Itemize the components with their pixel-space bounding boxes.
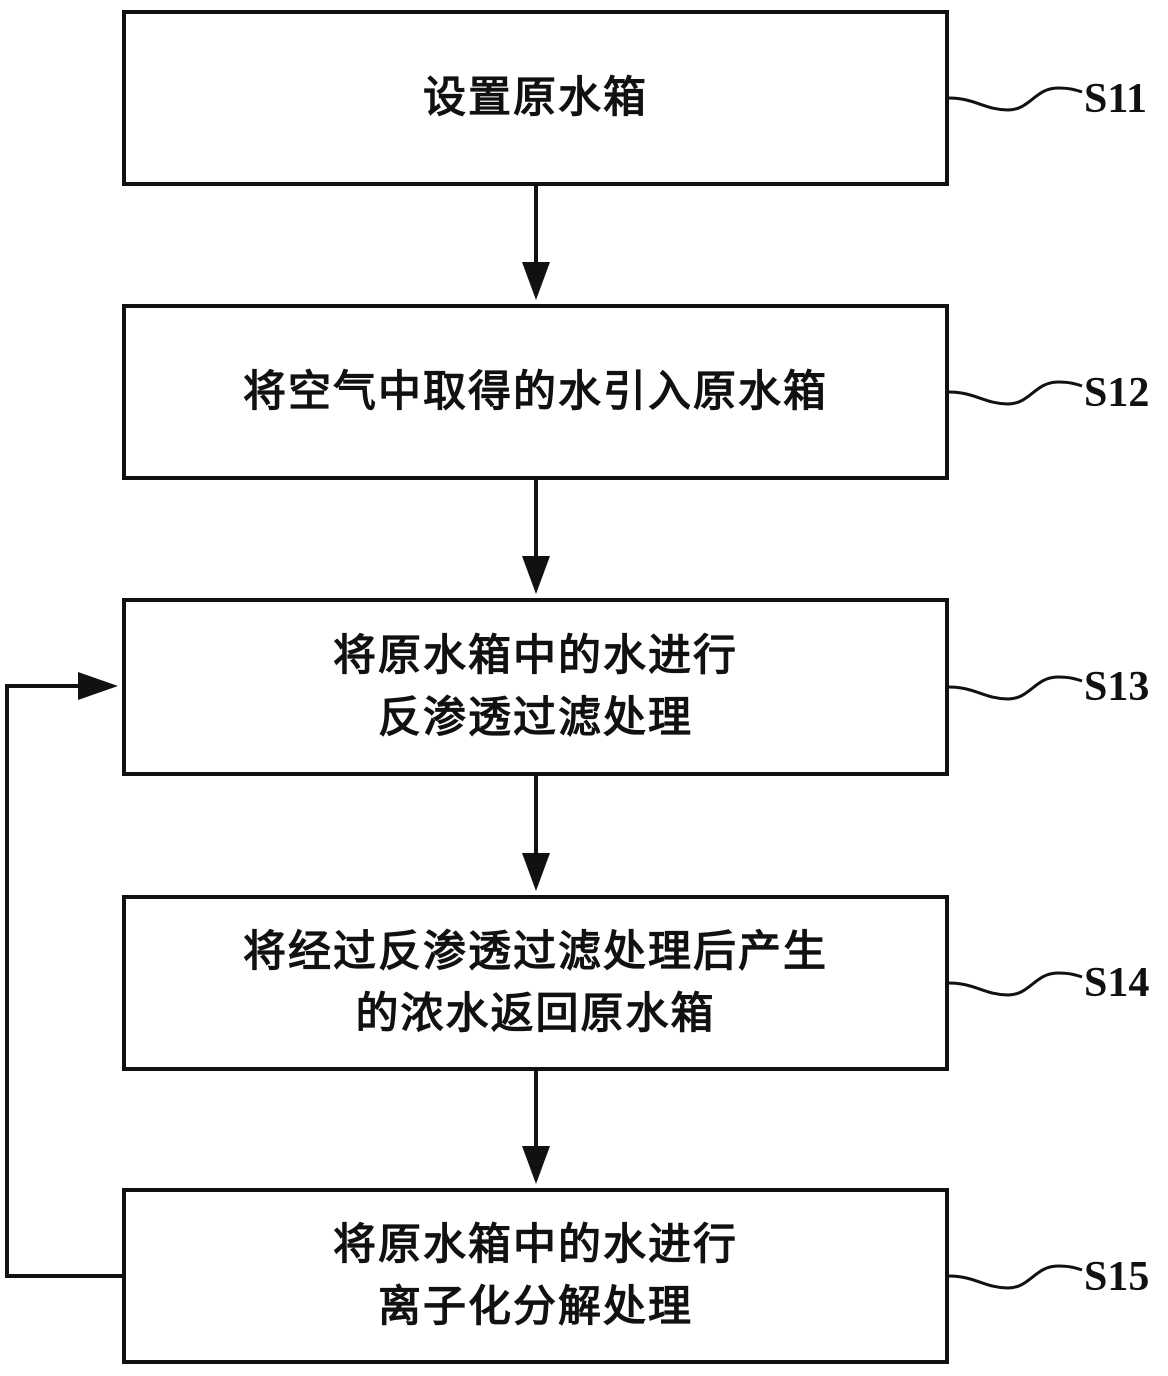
- leader-s13: [948, 675, 1083, 701]
- step-box-s14: 将经过反渗透过滤处理后产生 的浓水返回原水箱: [122, 895, 949, 1071]
- step-s13-line-2: 反渗透过滤处理: [378, 693, 693, 743]
- step-s15-line-1: 将原水箱中的水进行: [333, 1220, 738, 1270]
- arrow-s13-s14: [522, 776, 550, 891]
- step-s14-line-2: 的浓水返回原水箱: [355, 989, 716, 1039]
- arrow-s12-s13: [522, 480, 550, 594]
- step-id-s13: S13: [1084, 664, 1150, 710]
- step-box-s11: 设置原水箱: [122, 10, 949, 186]
- step-s15-line-2: 离子化分解处理: [378, 1282, 693, 1332]
- leader-s15: [948, 1264, 1083, 1290]
- step-box-s12: 将空气中取得的水引入原水箱: [122, 304, 949, 480]
- step-id-s12: S12: [1084, 370, 1150, 416]
- leader-lines: [948, 86, 1083, 1290]
- step-s14-line-1: 将经过反渗透过滤处理后产生: [243, 927, 828, 977]
- step-s12-line-1: 将空气中取得的水引入原水箱: [243, 367, 828, 417]
- step-id-s15: S15: [1084, 1254, 1150, 1300]
- step-s11-line-1: 设置原水箱: [423, 73, 648, 123]
- leader-s11: [948, 86, 1083, 112]
- step-box-s15: 将原水箱中的水进行 离子化分解处理: [122, 1188, 949, 1364]
- step-box-s13: 将原水箱中的水进行 反渗透过滤处理: [122, 598, 949, 776]
- arrow-s11-s12: [522, 186, 550, 300]
- leader-s12: [948, 380, 1083, 406]
- step-id-s11: S11: [1084, 76, 1148, 122]
- step-id-s14: S14: [1084, 960, 1150, 1006]
- arrow-s14-s15: [522, 1071, 550, 1184]
- leader-s14: [948, 971, 1083, 997]
- loop-arrow-s15-s13: [5, 672, 122, 1278]
- step-s13-line-1: 将原水箱中的水进行: [333, 631, 738, 681]
